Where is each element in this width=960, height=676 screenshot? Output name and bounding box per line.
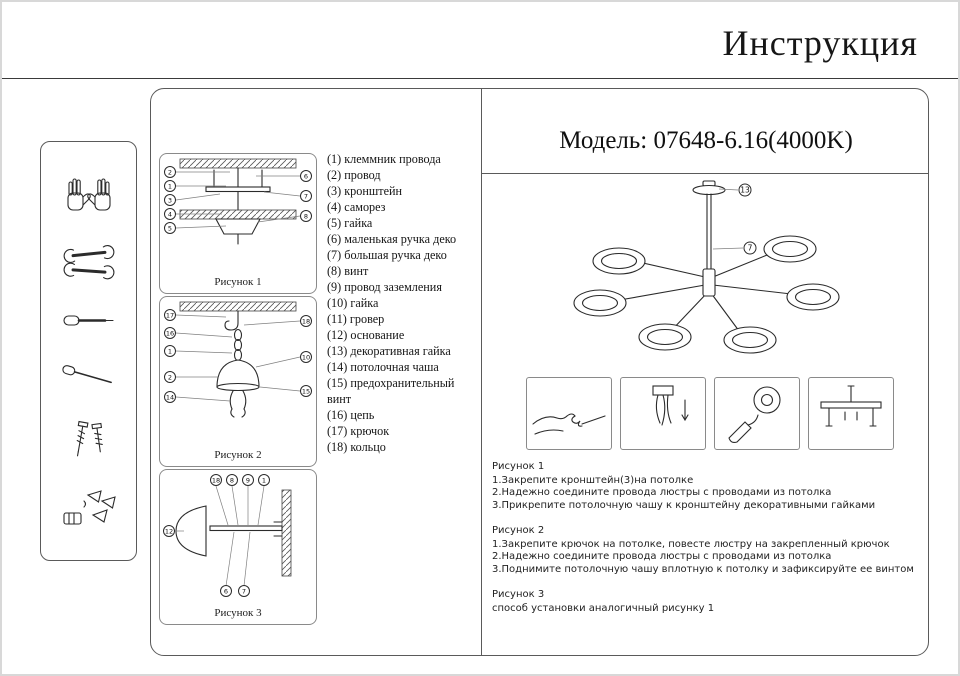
- instruction-step: 1.Закрепите крючок на потолке, повесте л…: [492, 538, 890, 550]
- figure-2-caption: Рисунок 2: [214, 449, 262, 461]
- figure-1-caption: Рисунок 1: [214, 276, 262, 288]
- callout: 12: [165, 527, 173, 535]
- callout: 5: [168, 224, 172, 232]
- callout: 13: [740, 186, 750, 195]
- installation-instructions: Рисунок 1 1.Закрепите кронштейн(3)на пот…: [492, 461, 924, 628]
- part-item: (1) клеммник провода: [327, 152, 441, 166]
- step-box-wires-through-cup: [620, 377, 706, 450]
- model-divider: [482, 173, 928, 174]
- parts-list: (1) клеммник провода (2) провод (3) крон…: [327, 151, 479, 455]
- figure-3-caption: Рисунок 3: [214, 607, 262, 619]
- figure-3-drawing: 18 8 9 1 12 6 7: [163, 474, 292, 597]
- instruction-title: Рисунок 1: [492, 461, 545, 472]
- gloves-icon: [66, 178, 111, 211]
- hanging-wires-icon: [652, 385, 689, 426]
- callout: 7: [242, 587, 246, 595]
- part-item: (6) маленькая ручка деко: [327, 232, 457, 246]
- part-item: (4) саморез: [327, 200, 386, 214]
- main-panel: 2 1 3 4 5 6 7 8 Рисунок 1: [150, 88, 929, 656]
- part-item: (7) большая ручка деко: [327, 248, 447, 262]
- callout: 16: [166, 329, 174, 337]
- dowels-wedges-icon: [62, 490, 116, 525]
- column-divider: [481, 89, 482, 655]
- step-box-wire-connection: [526, 377, 612, 450]
- part-item: (8) винт: [327, 264, 369, 278]
- page-title: Инструкция: [722, 23, 918, 63]
- part-item: (5) гайка: [327, 216, 373, 230]
- callout: 3: [168, 196, 172, 204]
- callout: 1: [168, 182, 172, 190]
- instruction-title: Рисунок 2: [492, 525, 545, 536]
- figure-1-drawing: 2 1 3 4 5 6 7 8: [164, 158, 312, 245]
- wrenches-icon: [63, 245, 114, 280]
- figure-1: 2 1 3 4 5 6 7 8 Рисунок 1: [159, 153, 317, 294]
- instruction-step: 2.Надежно соедините провода люстры с про…: [492, 487, 832, 498]
- bracket-screws-icon: [820, 385, 882, 427]
- part-item: (10) гайка: [327, 296, 379, 310]
- wire-twist-icon: [532, 413, 606, 435]
- part-item: (3) кронштейн: [327, 184, 403, 198]
- awl-icon: [61, 364, 112, 383]
- chandelier-drawing: 13 7: [522, 177, 892, 377]
- instruction-group-3: Рисунок 3 способ установки аналогичный р…: [492, 589, 924, 615]
- callout: 15: [302, 387, 310, 395]
- instruction-group-2: Рисунок 2 1.Закрепите крючок на потолке,…: [492, 525, 924, 576]
- screwdriver-icon: [62, 315, 114, 326]
- callout: 6: [224, 587, 228, 595]
- part-item: (11) гровер: [327, 312, 385, 326]
- model-section: Модель: 07648-6.16(4000K): [482, 89, 928, 655]
- callout: 4: [168, 210, 172, 218]
- figure-2: 17 16 1 2 14 18 10 15 Рисунок 2: [159, 296, 317, 467]
- instruction-step: способ установки аналогичный рисунку 1: [492, 602, 715, 614]
- step-box-attach-ring: [714, 377, 800, 450]
- step-diagrams: [526, 377, 894, 450]
- chandelier-svg: 13 7: [573, 180, 840, 354]
- figure-3: 18 8 9 1 12 6 7 Рисунок 3: [159, 469, 317, 625]
- callout: 18: [212, 476, 220, 484]
- part-item: (9) провод заземления: [327, 280, 442, 294]
- callout: 7: [748, 244, 753, 253]
- callout: 8: [230, 476, 234, 484]
- instruction-step: 1.Закрепите кронштейн(3)на потолке: [492, 474, 694, 486]
- title-divider: [2, 78, 958, 79]
- callout: 17: [166, 311, 174, 319]
- callout: 1: [168, 347, 172, 355]
- callout: 6: [304, 172, 308, 180]
- callout: 1: [262, 476, 266, 484]
- tools-sidebar: [40, 141, 137, 561]
- callout: 10: [302, 353, 310, 361]
- figure-2-drawing: 17 16 1 2 14 18 10 15: [164, 301, 312, 418]
- part-item: (18) кольцо: [327, 440, 386, 454]
- callout: 2: [168, 168, 172, 176]
- callout: 9: [246, 476, 250, 484]
- part-item: (15) предохранительный винт: [327, 376, 455, 406]
- screws-icon: [76, 420, 103, 457]
- step-box-bracket-screws: [808, 377, 894, 450]
- instruction-title: Рисунок 3: [492, 589, 545, 600]
- part-item: (12) основание: [327, 328, 405, 342]
- part-item: (13) декоративная гайка: [327, 344, 451, 358]
- part-item: (14) потолочная чаша: [327, 360, 439, 374]
- part-item: (16) цепь: [327, 408, 375, 422]
- hand-ring-icon: [728, 386, 781, 444]
- model-title: Модель: 07648-6.16(4000K): [559, 127, 853, 154]
- instruction-step: 3.Поднимите потолочную чашу вплотную к п…: [492, 563, 914, 575]
- callout: 14: [166, 393, 174, 401]
- instruction-step: 2.Надежно соедините провода люстры с про…: [492, 551, 832, 562]
- callout: 8: [304, 212, 308, 220]
- callout: 2: [168, 373, 172, 381]
- callout: 7: [304, 192, 308, 200]
- part-item: (17) крючок: [327, 424, 390, 438]
- instruction-step: 3.Прикрепите потолочную чашу к кронштейн…: [492, 499, 876, 511]
- instruction-group-1: Рисунок 1 1.Закрепите кронштейн(3)на пот…: [492, 461, 924, 512]
- part-item: (2) провод: [327, 168, 381, 182]
- callout: 18: [302, 317, 310, 325]
